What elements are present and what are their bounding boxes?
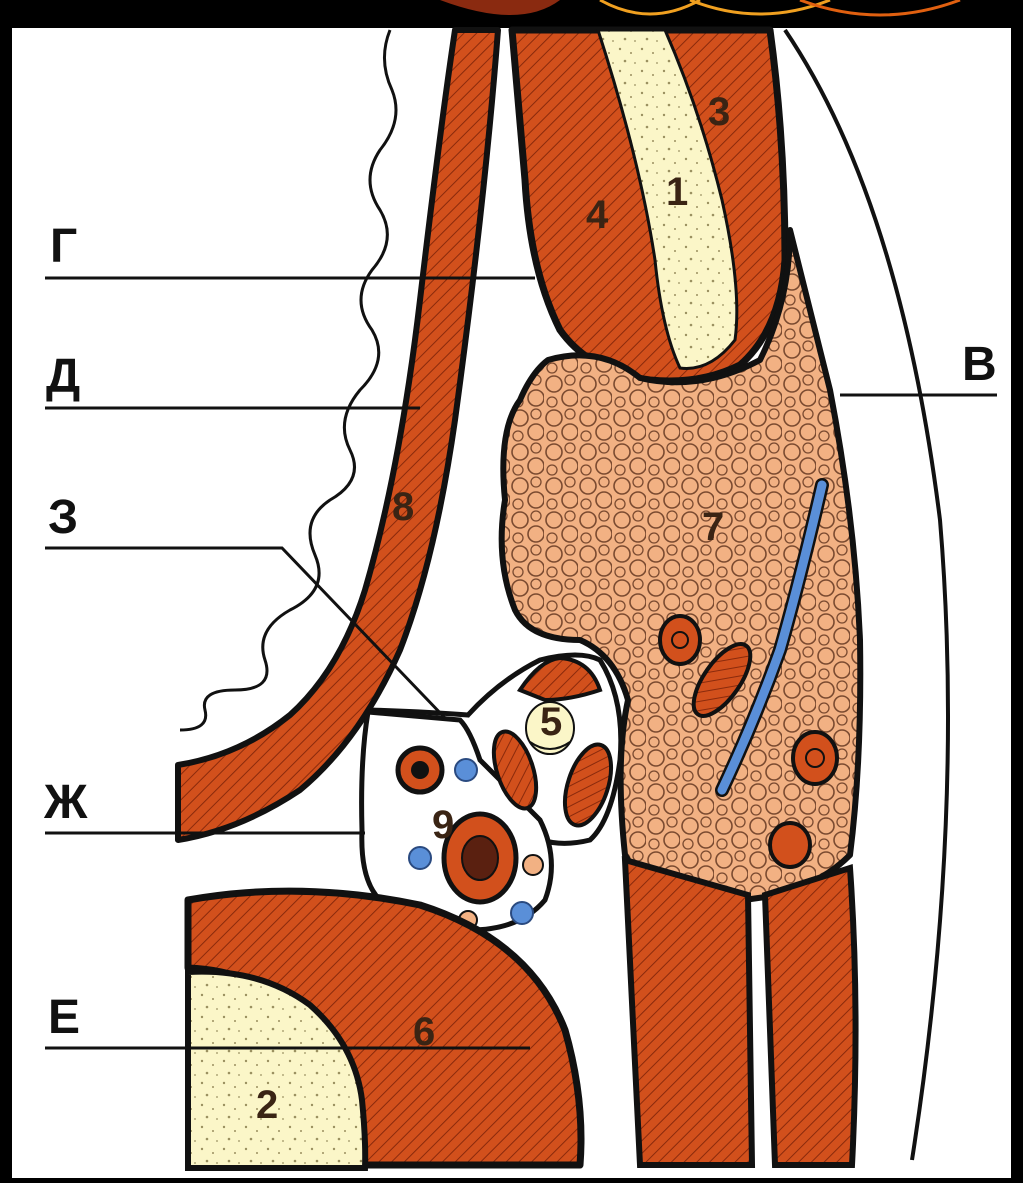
label-v: В xyxy=(962,338,997,391)
label-d: Д xyxy=(46,350,80,403)
number-5: 5 xyxy=(540,700,562,744)
label-zh: Ж xyxy=(43,776,88,829)
lower-right-muscle-b xyxy=(765,868,856,1165)
label-z: З xyxy=(48,491,78,544)
lower-right-muscle-a xyxy=(625,860,752,1165)
number-3: 3 xyxy=(708,90,730,134)
label-g: Г xyxy=(50,220,77,273)
label-e: Е xyxy=(48,991,80,1044)
number-1: 1 xyxy=(666,170,688,214)
number-7: 7 xyxy=(702,505,724,549)
number-2: 2 xyxy=(256,1083,278,1127)
number-8: 8 xyxy=(392,485,414,529)
number-4: 4 xyxy=(586,193,609,237)
number-6: 6 xyxy=(413,1010,435,1054)
number-9: 9 xyxy=(432,803,454,847)
